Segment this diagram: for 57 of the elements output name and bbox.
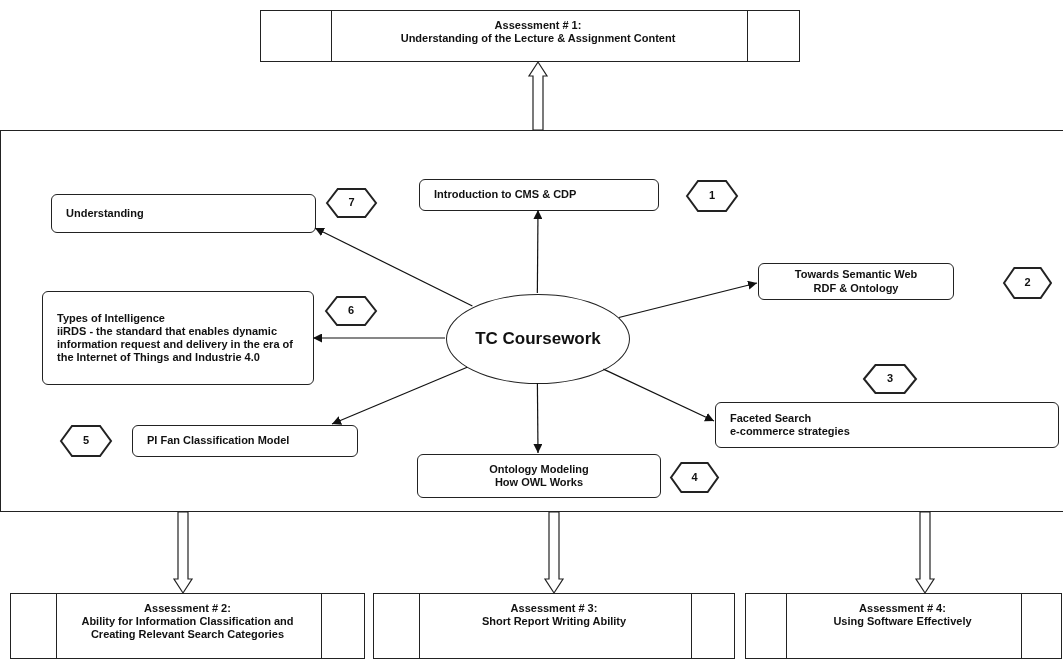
node-text: Ability for Information Classification and Creating Relevant Search Categories bbox=[80, 615, 295, 642]
topic-box bbox=[51, 194, 316, 233]
node-text: Ontology Modeling bbox=[489, 462, 589, 476]
node-text: RDF & Ontology bbox=[813, 281, 899, 295]
node-text: Understanding of the Lecture & Assignment Content bbox=[400, 32, 676, 46]
node-text: Introduction to CMS & CDP bbox=[434, 188, 578, 202]
assessment-box bbox=[10, 593, 365, 659]
arrow bbox=[533, 382, 543, 454]
node-text: e-commerce strategies bbox=[730, 425, 851, 439]
node-text: TC Coursework bbox=[475, 328, 601, 350]
step-number: 7 bbox=[348, 196, 355, 210]
node-text: Assessment # 3: bbox=[510, 602, 598, 616]
step-number: 5 bbox=[82, 434, 90, 448]
step-number: 2 bbox=[1024, 276, 1031, 290]
node-text: iiRDS - the standard that enables dynamic information request and delivery in the era of the Internet of Things and Industrie 4.0 bbox=[57, 324, 294, 365]
assessment-box bbox=[745, 593, 1062, 659]
step-number: 3 bbox=[886, 372, 894, 386]
step-number: 6 bbox=[347, 304, 355, 318]
arrow bbox=[331, 366, 468, 425]
node-text: Short Report Writing Ability bbox=[481, 615, 627, 629]
assessment-box bbox=[373, 593, 735, 659]
node-text: Types of Intelligence bbox=[57, 311, 166, 325]
topic-box bbox=[758, 263, 954, 300]
number-hexagon bbox=[687, 181, 737, 211]
step-number: 4 bbox=[691, 470, 698, 485]
arrow bbox=[602, 368, 715, 422]
number-hexagon bbox=[1004, 268, 1051, 298]
block-arrow bbox=[914, 511, 936, 595]
topic-box bbox=[417, 454, 661, 498]
arrow bbox=[312, 333, 446, 343]
number-hexagon bbox=[671, 463, 718, 492]
node-text: Assessment # 4: bbox=[859, 602, 946, 616]
node-text: Faceted Search bbox=[730, 411, 813, 425]
block-arrow bbox=[527, 60, 549, 131]
arrow bbox=[314, 227, 473, 307]
node-text: How OWL Works bbox=[494, 476, 584, 490]
block-arrow bbox=[543, 511, 565, 595]
node-text: Towards Semantic Web bbox=[794, 268, 918, 282]
block-arrow bbox=[172, 511, 194, 595]
arrow bbox=[618, 280, 758, 319]
node-text: Assessment # 1: bbox=[494, 19, 582, 33]
node-text: Understanding bbox=[66, 206, 145, 221]
arrow bbox=[533, 209, 543, 294]
number-hexagon bbox=[326, 297, 376, 325]
topic-box bbox=[132, 425, 358, 457]
node-text: Using Software Effectively bbox=[833, 615, 972, 629]
coursework-section bbox=[0, 130, 1063, 512]
node-text: PI Fan Classification Model bbox=[147, 434, 291, 448]
number-hexagon bbox=[327, 189, 376, 217]
node-text: Assessment # 2: bbox=[144, 602, 231, 616]
topic-box bbox=[419, 179, 659, 211]
step-number: 1 bbox=[708, 189, 716, 203]
topic-box bbox=[715, 402, 1059, 448]
assessment-box bbox=[260, 10, 800, 62]
number-hexagon bbox=[61, 426, 111, 456]
topic-box bbox=[42, 291, 314, 385]
number-hexagon bbox=[864, 365, 916, 393]
